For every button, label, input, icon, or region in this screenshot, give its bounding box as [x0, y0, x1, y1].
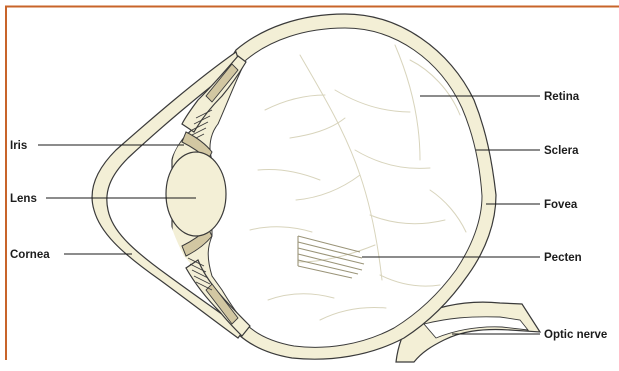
label-retina: Retina — [544, 91, 580, 103]
label-pecten: Pecten — [544, 252, 582, 264]
label-sclera: Sclera — [544, 145, 579, 157]
label-fovea: Fovea — [544, 199, 578, 211]
label-iris: Iris — [10, 140, 27, 152]
label-lens: Lens — [10, 193, 37, 205]
label-optic-nerve: Optic nerve — [544, 329, 607, 341]
label-cornea: Cornea — [10, 249, 50, 261]
lens — [166, 152, 226, 236]
